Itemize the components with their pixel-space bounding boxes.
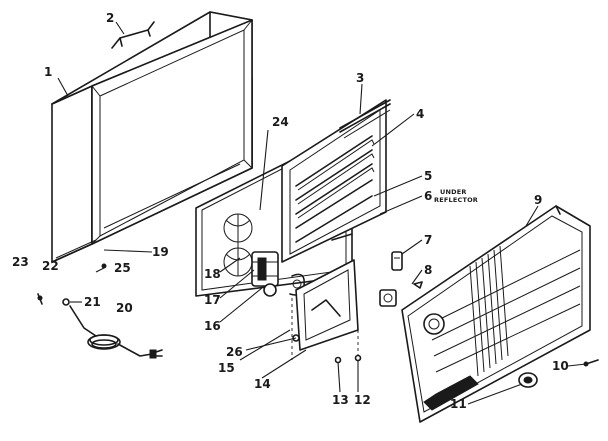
callout-7: 7: [424, 233, 432, 247]
control-knob: [518, 372, 538, 388]
callout-21: 21: [84, 295, 101, 309]
callout-numbers: 1 2 3 4 5 6 7 8 9 10 11 12 13 14 15 16 1…: [12, 11, 569, 411]
callout-14: 14: [254, 377, 271, 391]
callout-23: 23: [12, 255, 29, 269]
callout-20: 20: [116, 301, 133, 315]
leader-lines: [57, 21, 587, 405]
callout-18: 18: [204, 267, 221, 281]
callout-12: 12: [354, 393, 371, 407]
note-under: UNDER: [440, 188, 467, 196]
mounting-bracket: [291, 259, 362, 380]
motor-fan-assembly: [251, 251, 306, 297]
callout-5: 5: [424, 169, 432, 183]
callout-17: 17: [204, 293, 221, 307]
callout-24: 24: [272, 115, 289, 129]
callout-9: 9: [534, 193, 542, 207]
callout-1: 1: [44, 65, 52, 79]
callout-2: 2: [106, 11, 114, 25]
callout-19: 19: [152, 245, 169, 259]
callout-4: 4: [416, 107, 424, 121]
hanger-bracket: [111, 21, 155, 49]
callout-16: 16: [204, 319, 221, 333]
callout-8: 8: [424, 263, 432, 277]
note-reflector: REFLECTOR: [434, 196, 478, 204]
power-cord-parts: [37, 263, 163, 359]
callout-6: 6: [424, 189, 432, 203]
housing-box: [51, 11, 253, 263]
switch-parts: [331, 233, 423, 307]
callout-25: 25: [114, 261, 131, 275]
callout-15: 15: [218, 361, 235, 375]
reflector-louver-assembly: [281, 99, 391, 263]
callout-11: 11: [450, 397, 467, 411]
callout-26: 26: [226, 345, 243, 359]
callout-10: 10: [552, 359, 569, 373]
grille-screw: [583, 359, 599, 367]
callout-13: 13: [332, 393, 349, 407]
front-grille: [401, 205, 591, 423]
callout-22: 22: [42, 259, 59, 273]
callout-3: 3: [356, 71, 364, 85]
